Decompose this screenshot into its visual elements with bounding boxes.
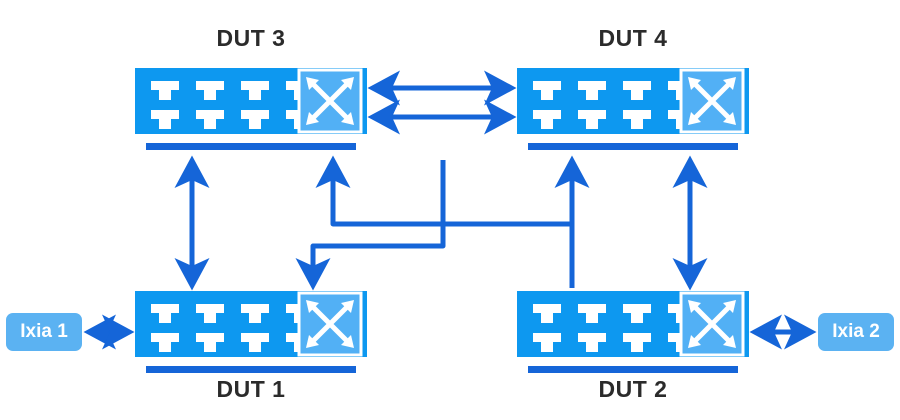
device-bar-dut1 [146,366,356,373]
device-dut3[interactable] [135,68,367,150]
switch-icon-dut3 [297,68,363,134]
tester-label-ixia1: Ixia 1 [20,321,68,342]
tester-ixia2[interactable] [818,313,894,351]
tester-label-ixia2: Ixia 2 [832,321,880,342]
device-bar-dut4 [528,143,738,150]
device-bar-dut2 [528,366,738,373]
device-label-dut4: DUT 4 [598,25,668,51]
device-dut2[interactable] [517,291,749,373]
switch-icon-dut2 [679,291,745,357]
link-dut1-dut4 [295,160,446,291]
link-dut2-dut3 [315,155,575,288]
device-dut4[interactable] [517,68,749,150]
device-bar-dut3 [146,143,356,150]
switch-icon-dut4 [679,68,745,134]
device-label-dut2: DUT 2 [598,376,668,402]
device-dut1[interactable] [135,291,367,373]
tester-ixia1[interactable] [6,313,82,351]
switch-icon-dut1 [297,291,363,357]
device-label-dut1: DUT 1 [216,376,286,402]
device-label-dut3: DUT 3 [216,25,286,51]
